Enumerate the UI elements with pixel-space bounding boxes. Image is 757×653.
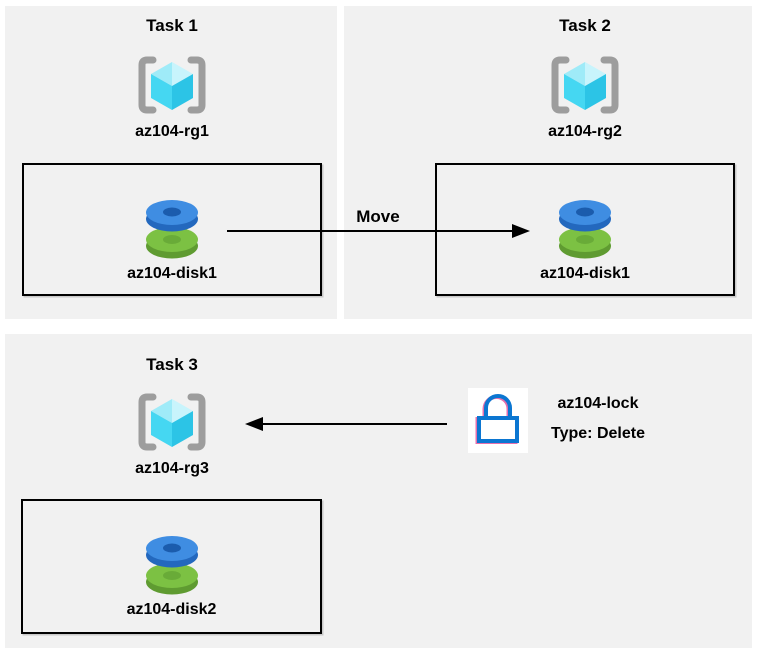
lock-caption: az104-lock Type: Delete	[533, 389, 663, 449]
resource-group-icon	[136, 55, 208, 115]
task3-panel	[5, 334, 752, 648]
lock-icon	[475, 394, 519, 444]
task2-panel	[344, 6, 752, 319]
move-arrow-label: Move	[356, 207, 400, 226]
disk-icon	[146, 200, 198, 259]
resource-group-icon	[136, 392, 208, 452]
task3-resource-group-label: az104-rg3	[135, 460, 209, 477]
task1-panel	[5, 6, 337, 319]
task1-resource-group-label: az104-rg1	[135, 123, 209, 140]
task1-title: Task 1	[146, 16, 198, 35]
disk-icon	[145, 536, 198, 595]
resource-group-icon	[549, 55, 621, 115]
task1-disk-box: az104-disk1	[22, 163, 322, 296]
task2-disk-label: az104-disk1	[540, 265, 630, 282]
disk-icon	[559, 200, 611, 259]
task3-title: Task 3	[146, 355, 198, 374]
lock-type: Type: Delete	[551, 425, 645, 442]
task3-disk-label: az104-disk2	[126, 601, 217, 618]
task3-disk-box: az104-disk2	[21, 499, 322, 634]
task2-disk-box: az104-disk1	[435, 163, 735, 296]
task1-disk-label: az104-disk1	[127, 265, 217, 282]
task2-resource-group-label: az104-rg2	[548, 123, 622, 140]
task2-title: Task 2	[559, 16, 611, 35]
lock-tile	[468, 388, 528, 453]
lock-name: az104-lock	[557, 395, 639, 412]
